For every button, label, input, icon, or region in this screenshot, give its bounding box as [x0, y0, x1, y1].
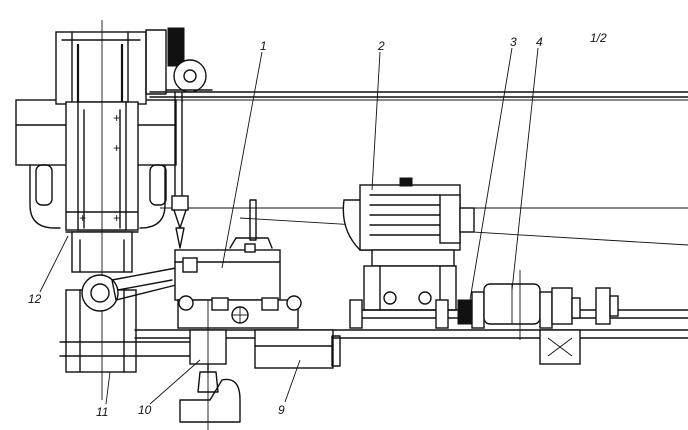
cross-mark: +: [113, 111, 120, 125]
callout-11: 11: [96, 405, 108, 419]
callout-leaders: [39, 47, 539, 405]
callout-labels: 1 2 3 4 9 10 11 12 1/2: [28, 31, 607, 419]
callout-10: 10: [138, 403, 152, 417]
callout-2: 2: [377, 39, 385, 53]
gearbox-housing-1: [174, 199, 302, 329]
top-pulley: [145, 27, 213, 201]
vertical-mast: + + + +: [55, 20, 147, 400]
callout-3: 3: [510, 35, 517, 49]
callout-9: 9: [278, 403, 285, 417]
electric-motor-2: [342, 177, 475, 311]
base-rail: [59, 329, 688, 369]
lifting-hook: [179, 300, 241, 430]
cross-mark: +: [113, 211, 120, 225]
callout-12: 12: [28, 292, 42, 306]
callout-4: 4: [536, 35, 543, 49]
hoist-rope: [171, 195, 189, 249]
drive-shaft: [349, 270, 688, 340]
cross-mark: +: [113, 141, 120, 155]
cross-mark: +: [79, 211, 86, 225]
corner-mark: 1/2: [590, 31, 607, 45]
callout-1: 1: [260, 39, 267, 53]
